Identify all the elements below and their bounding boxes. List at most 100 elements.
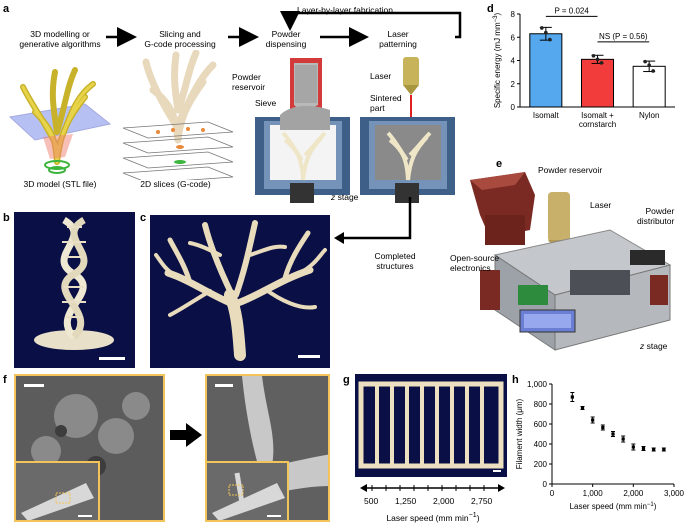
step-powder-line2: dispensing — [265, 38, 307, 49]
d-bar-2 — [632, 65, 666, 108]
e-laser-label: Laser — [590, 200, 612, 210]
h-xtick-label-1: 1,000 — [583, 489, 604, 498]
coral-structure-photo — [150, 215, 330, 368]
e-powder-distributor-label: Powder distributor — [637, 206, 675, 226]
panel-label-a: a — [3, 3, 10, 15]
g-tick-1: 500 — [364, 496, 379, 506]
sem-inset-before — [16, 461, 100, 520]
d-ylabel: Specific energy (mJ mm−3) — [493, 13, 502, 109]
d-point-0-1 — [544, 30, 548, 35]
d-point-1-1 — [595, 57, 600, 62]
d-point-1-0 — [591, 54, 596, 58]
filament-width-chart: 0 200 400 600 800 1,000 0 1,000 2,000 3,000 Filame… — [515, 380, 685, 511]
gcode-slices-illustration — [122, 50, 234, 180]
d-ytick-label-0: 0 — [511, 103, 516, 112]
d-cat-label-1-0: Isomalt + — [581, 111, 614, 120]
h-point-4 — [611, 432, 615, 436]
h-xtick-label-2: 2,000 — [623, 489, 644, 498]
e-z-stage-label: z stage — [640, 341, 668, 351]
dna-helix-photo — [14, 212, 135, 368]
h-point-8 — [652, 447, 656, 452]
sieve-label: Sieve — [255, 98, 277, 108]
laser-patterning-illustration — [360, 57, 455, 203]
laser-label-a: Laser — [370, 71, 392, 81]
model-caption: 3D model (STL file) — [23, 179, 97, 189]
sem-inset-after — [207, 461, 289, 520]
h-ytick-label-2: 400 — [534, 440, 548, 449]
step-powder-line1: Powder — [271, 29, 301, 39]
h-ytick-label-5: 1,000 — [527, 380, 548, 389]
h-ylabel: Filament width (μm) — [515, 398, 524, 469]
h-ytick-label-4: 800 — [534, 400, 548, 409]
h-xlabel: Laser speed (mm min−1) — [570, 502, 657, 511]
g-axis-label: Laser speed (mm min−1) — [386, 511, 480, 523]
h-point-6 — [631, 445, 635, 449]
powder-reservoir-label: Powder reservoir — [232, 72, 266, 92]
d-point-1-2 — [599, 61, 604, 65]
d-bar-1 — [580, 58, 615, 108]
d-point-2-1 — [647, 63, 651, 67]
panel-label-d: d — [487, 3, 494, 15]
h-ytick-label-3: 600 — [534, 420, 548, 429]
d-point-2-0 — [643, 59, 647, 64]
f-arrow-icon — [170, 423, 202, 447]
e-electronics-label: Open-source electronics — [450, 253, 500, 273]
h-point-1 — [580, 406, 585, 410]
h-ytick-label-0: 0 — [543, 480, 548, 489]
d-point-2-2 — [651, 69, 655, 73]
step-laser-line1: Laser — [387, 29, 409, 39]
e-powder-reservoir-label: Powder reservoir — [538, 165, 603, 175]
d-annotation-text-0: P = 0.024 — [555, 6, 590, 15]
d-point-0-2 — [548, 37, 552, 42]
h-point-5 — [621, 437, 625, 441]
specific-energy-chart: 0 2 4 6 8 Specific energy (mJ mm−3) Isomalt Iso… — [493, 6, 675, 129]
h-point-2 — [591, 418, 595, 422]
step-laser-line2: patterning — [379, 38, 417, 49]
d-ytick-label-1: 2 — [511, 80, 516, 89]
laser-speed-arrow — [360, 484, 505, 492]
h-point-9 — [662, 447, 666, 452]
panel-label-c: c — [140, 212, 147, 224]
completed-structures-label: Completed structures — [374, 251, 416, 271]
g-tick-4: 2,750 — [471, 496, 493, 506]
d-ytick-label-3: 6 — [511, 33, 516, 42]
machine-render-illustration — [470, 172, 672, 351]
step-modelling: 3D modelling or generative algorithms — [10, 29, 110, 50]
step-modelling-line1: 3D modelling or — [30, 29, 90, 39]
g-tick-2: 1,250 — [395, 496, 417, 506]
grid-lines-photo — [355, 374, 507, 477]
d-cat-label-0-0: Isomalt — [533, 111, 560, 120]
h-point-3 — [601, 425, 605, 430]
h-ytick-label-1: 200 — [534, 460, 548, 469]
step-slicing-line2: G-code processing — [144, 38, 216, 49]
panel-label-e: e — [496, 158, 503, 170]
step-slicing-line1: Slicing and — [159, 29, 201, 39]
z-stage-label-a: z stage — [331, 192, 359, 202]
sem-image-after — [205, 374, 330, 522]
workflow-arrows — [106, 11, 462, 47]
h-xtick-label-3: 3,000 — [664, 489, 685, 498]
loop-label: Layer-by-layer fabrication — [297, 5, 393, 15]
d-annotation-text-1: NS (P = 0.56) — [599, 32, 648, 41]
d-ytick-label-4: 8 — [511, 10, 516, 19]
sem-image-before — [14, 374, 165, 522]
d-point-0-0 — [540, 26, 544, 30]
d-cat-label-2-0: Nylon — [639, 111, 659, 120]
step-slicing: Slicing and G-code processing — [135, 29, 225, 50]
completed-arrow — [334, 197, 412, 244]
slices-caption: 2D slices (G-code) — [140, 179, 211, 189]
powder-dispensing-illustration — [255, 58, 350, 203]
d-bar-0 — [529, 33, 563, 108]
g-tick-3: 2,000 — [433, 496, 455, 506]
h-point-7 — [641, 446, 646, 451]
panel-label-b: b — [3, 212, 10, 224]
step-modelling-line2: generative algorithms — [19, 38, 101, 49]
panel-label-f: f — [3, 374, 7, 386]
h-xtick-label-0: 0 — [550, 489, 555, 498]
d-cat-label-1-1: cornstarch — [579, 120, 616, 129]
sintered-part-label: Sintered part — [370, 93, 402, 113]
step-powder-dispensing: Powder dispensing — [256, 29, 316, 50]
panel-label-g: g — [343, 374, 350, 386]
d-ytick-label-2: 4 — [511, 57, 516, 66]
step-laser-patterning: Laser patterning — [368, 29, 428, 50]
